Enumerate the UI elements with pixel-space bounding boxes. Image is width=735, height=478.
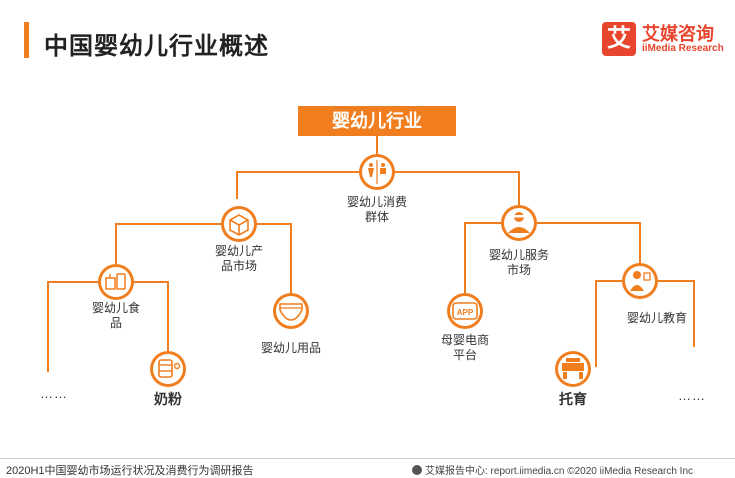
node-products-market-line1: 婴幼儿产: [214, 244, 263, 258]
brand-badge-icon: 艾: [602, 22, 636, 56]
title-accent-bar: [24, 22, 29, 58]
node-baby-education: 婴幼儿教育: [626, 311, 687, 325]
app-icon: APP: [447, 293, 483, 329]
node-ecommerce-platform-line2: 平台: [452, 348, 477, 362]
report-center-icon: [412, 465, 422, 475]
node-baby-supplies: 婴幼儿用品: [260, 341, 321, 355]
milk-powder-can-icon: [150, 351, 186, 387]
package-box-icon: [221, 206, 257, 242]
page-title: 中国婴幼儿行业概述: [44, 33, 269, 60]
brand-subtitle: iiMedia Research: [642, 43, 724, 54]
consumer-group-icon: [359, 154, 395, 190]
node-consumer-group: 婴幼儿消费 群体: [347, 195, 407, 225]
node-products-market-line2: 品市场: [220, 259, 257, 273]
nursery-blocks-icon: [555, 351, 591, 387]
service-staff-icon: [501, 205, 537, 241]
node-baby-food: 婴幼儿食 品: [86, 301, 146, 331]
node-baby-food-line1: 婴幼儿食: [91, 301, 140, 315]
node-consumer-group-line1: 婴幼儿消费: [347, 195, 408, 209]
footer-divider: [0, 458, 735, 459]
footer-credits: 艾媒报告中心: report.iimedia.cn ©2020 iiMedia …: [412, 462, 693, 477]
node-milk-powder: 奶粉: [154, 391, 182, 407]
footer-report-title: 2020H1中国婴幼市场运行状况及消费行为调研报告: [6, 465, 254, 477]
app-icon-text: APP: [457, 308, 474, 317]
node-services-market-line2: 市场: [506, 263, 531, 277]
teacher-icon: [622, 263, 658, 299]
node-services-market-line1: 婴幼儿服务: [488, 248, 549, 262]
node-consumer-group-line2: 群体: [364, 210, 389, 224]
node-ecommerce-platform-line1: 母婴电商: [440, 333, 489, 347]
node-services-market: 婴幼儿服务 市场: [486, 248, 552, 278]
node-ecommerce-platform: 母婴电商 平台: [437, 333, 493, 363]
baby-food-icon: [98, 264, 134, 300]
brand-logo: 艾 艾媒咨询 iiMedia Research: [602, 20, 732, 60]
ellipsis-right: ……: [678, 388, 706, 403]
node-products-market: 婴幼儿产 品市场: [209, 244, 269, 274]
brand-name: 艾媒咨询: [642, 24, 714, 44]
diaper-icon: [273, 293, 309, 329]
root-node-baby-industry: 婴幼儿行业: [298, 106, 456, 136]
node-nursery: 托育: [559, 391, 587, 407]
node-baby-food-line2: 品: [109, 316, 122, 330]
footer-credits-text: 艾媒报告中心: report.iimedia.cn ©2020 iiMedia …: [425, 466, 694, 477]
ellipsis-left: ……: [40, 386, 68, 401]
connector-lines: [47, 136, 695, 372]
